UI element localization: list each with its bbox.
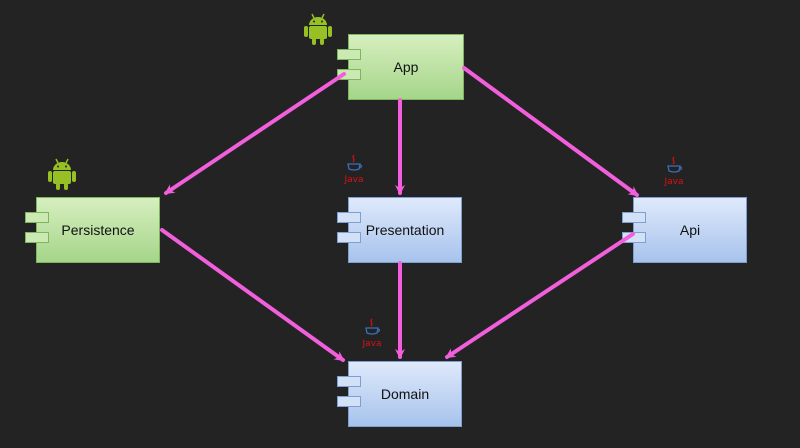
module-persistence[interactable]: Persistence xyxy=(25,197,160,263)
module-port xyxy=(622,212,646,223)
arrow-app-to-persistence xyxy=(164,72,346,195)
module-port xyxy=(337,212,361,223)
module-app[interactable]: App xyxy=(337,34,464,100)
module-label: App xyxy=(393,59,419,75)
module-api[interactable]: Api xyxy=(622,197,747,263)
module-port xyxy=(25,232,49,243)
module-label: Presentation xyxy=(365,222,445,238)
module-label: Persistence xyxy=(61,222,135,238)
java-cup-icon xyxy=(347,154,363,171)
module-presentation[interactable]: Presentation xyxy=(337,197,462,263)
java-icon: Java xyxy=(661,156,687,187)
android-icon xyxy=(304,13,332,45)
arrow-api-to-domain xyxy=(445,232,635,359)
module-label: Api xyxy=(679,222,701,238)
module-label: Domain xyxy=(380,386,430,402)
module-port xyxy=(337,376,361,387)
java-label: Java xyxy=(362,339,382,349)
arrow-persistence-to-domain xyxy=(160,228,345,362)
java-cup-icon xyxy=(365,318,381,335)
arrow-app-to-api xyxy=(462,66,639,197)
java-cup-icon xyxy=(667,156,683,173)
module-port xyxy=(337,69,361,80)
module-port xyxy=(337,232,361,243)
module-domain[interactable]: Domain xyxy=(337,361,462,427)
java-label: Java xyxy=(664,177,684,187)
module-port xyxy=(25,212,49,223)
java-icon: Java xyxy=(359,318,385,349)
android-icon xyxy=(48,158,76,190)
java-label: Java xyxy=(344,175,364,185)
module-port xyxy=(337,49,361,60)
java-icon: Java xyxy=(341,154,367,185)
module-port xyxy=(337,396,361,407)
